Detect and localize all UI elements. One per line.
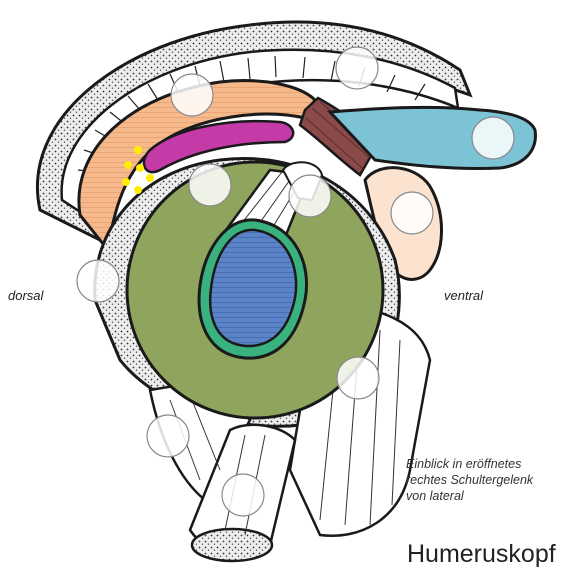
label-dorsal: dorsal: [8, 288, 43, 303]
marker-circle: [336, 47, 378, 89]
marker-circle: [77, 260, 119, 302]
caption-line-3: von lateral: [406, 488, 533, 504]
marker-circle: [171, 74, 213, 116]
marker-circle: [337, 357, 379, 399]
marker-circle: [289, 175, 331, 217]
label-ventral: ventral: [444, 288, 483, 303]
caption-line-1: Einblick in eröffnetes: [406, 456, 533, 472]
caption-line-2: rechtes Schultergelenk: [406, 472, 533, 488]
marker-circle: [189, 164, 231, 206]
marker-circle: [147, 415, 189, 457]
glenoid-surface: [210, 230, 296, 346]
marker-circle: [222, 474, 264, 516]
tendon-cut-end: [192, 529, 272, 561]
diagram-title: Humeruskopf: [407, 540, 556, 569]
marker-circle: [472, 117, 514, 159]
marker-circle: [391, 192, 433, 234]
caption: Einblick in eröffnetes rechtes Schulterg…: [406, 456, 533, 504]
